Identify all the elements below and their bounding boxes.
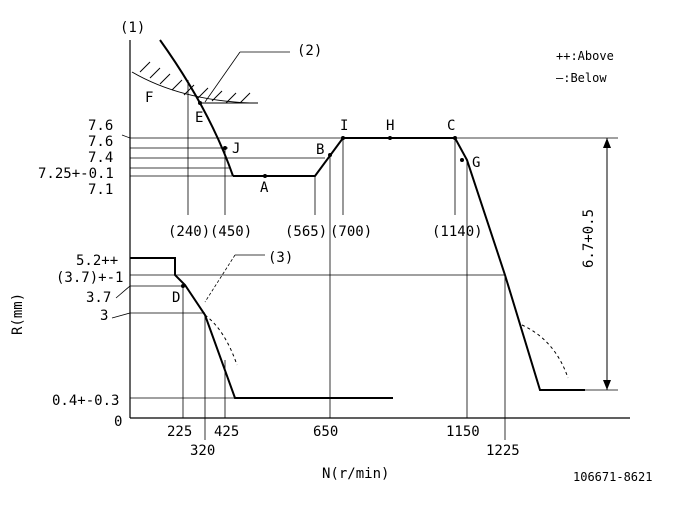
y-tick-lower: 5.2++ — [76, 253, 118, 269]
y-tick-lower: (3.7)+-1 — [56, 270, 123, 286]
point-label: E — [195, 110, 203, 126]
x-tick-lower: 650 — [313, 424, 338, 440]
y-tick-lower: 3 — [100, 308, 108, 324]
x-tick-lower: 1150 — [446, 424, 480, 440]
dimension-arrow — [603, 138, 611, 390]
x-tick-lower: 225 — [167, 424, 192, 440]
point-markers — [181, 101, 464, 288]
y-tick-lower: 0.4+-0.3 — [52, 393, 119, 409]
origin-label: 0 — [114, 414, 122, 430]
x-tick-lower: 1225 — [486, 443, 520, 459]
torque-curve-upper — [159, 39, 234, 177]
upper-reference-lines — [130, 137, 618, 177]
x-tick-upper: (700) — [330, 224, 372, 240]
part-number: 106671-8621 — [573, 470, 652, 484]
x-tick-upper: (240) — [168, 224, 210, 240]
upper-characteristic-line — [233, 137, 585, 391]
point-label: H — [386, 118, 394, 134]
y-tick-upper: 7.6 — [88, 118, 113, 134]
point-label: D — [172, 290, 180, 306]
point-label: B — [316, 142, 324, 158]
x-tick-upper: (565) — [285, 224, 327, 240]
lower-reference-lines — [130, 274, 618, 399]
dashed-curve-right — [521, 324, 569, 379]
figure-number: (1) — [120, 20, 145, 36]
callout-2: (2) — [297, 43, 322, 59]
dashed-curve-lower — [204, 314, 238, 366]
y-tick-upper: 7.4 — [88, 150, 113, 166]
x-tick-upper: (1140) — [432, 224, 483, 240]
callout-3: (3) — [268, 250, 293, 266]
legend-above: ++:Above — [556, 49, 614, 63]
y-tick-upper: 7.1 — [88, 182, 113, 198]
point-label: F — [145, 90, 153, 106]
x-tick-upper: (450) — [210, 224, 252, 240]
dimension-label: 6.7+0.5 — [581, 209, 597, 268]
x-tick-lower: 425 — [214, 424, 239, 440]
y-tick-lower: 3.7 — [86, 290, 111, 306]
point-label: J — [232, 141, 240, 157]
vertical-guide-lines — [182, 80, 506, 440]
point-label: I — [340, 118, 348, 134]
lower-characteristic-line — [130, 257, 393, 399]
x-axis-label: N(r/min) — [322, 466, 389, 482]
hatched-stopper-region — [131, 61, 258, 104]
y-axis-label: R(mm) — [10, 293, 26, 335]
legend-below: —:Below — [556, 71, 607, 85]
point-label: C — [447, 118, 455, 134]
y-tick-upper: 7.25+-0.1 — [38, 166, 114, 182]
point-label: A — [260, 180, 269, 196]
x-tick-lower: 320 — [190, 443, 215, 459]
point-label: G — [472, 155, 480, 171]
y-tick-upper: 7.6 — [88, 134, 113, 150]
